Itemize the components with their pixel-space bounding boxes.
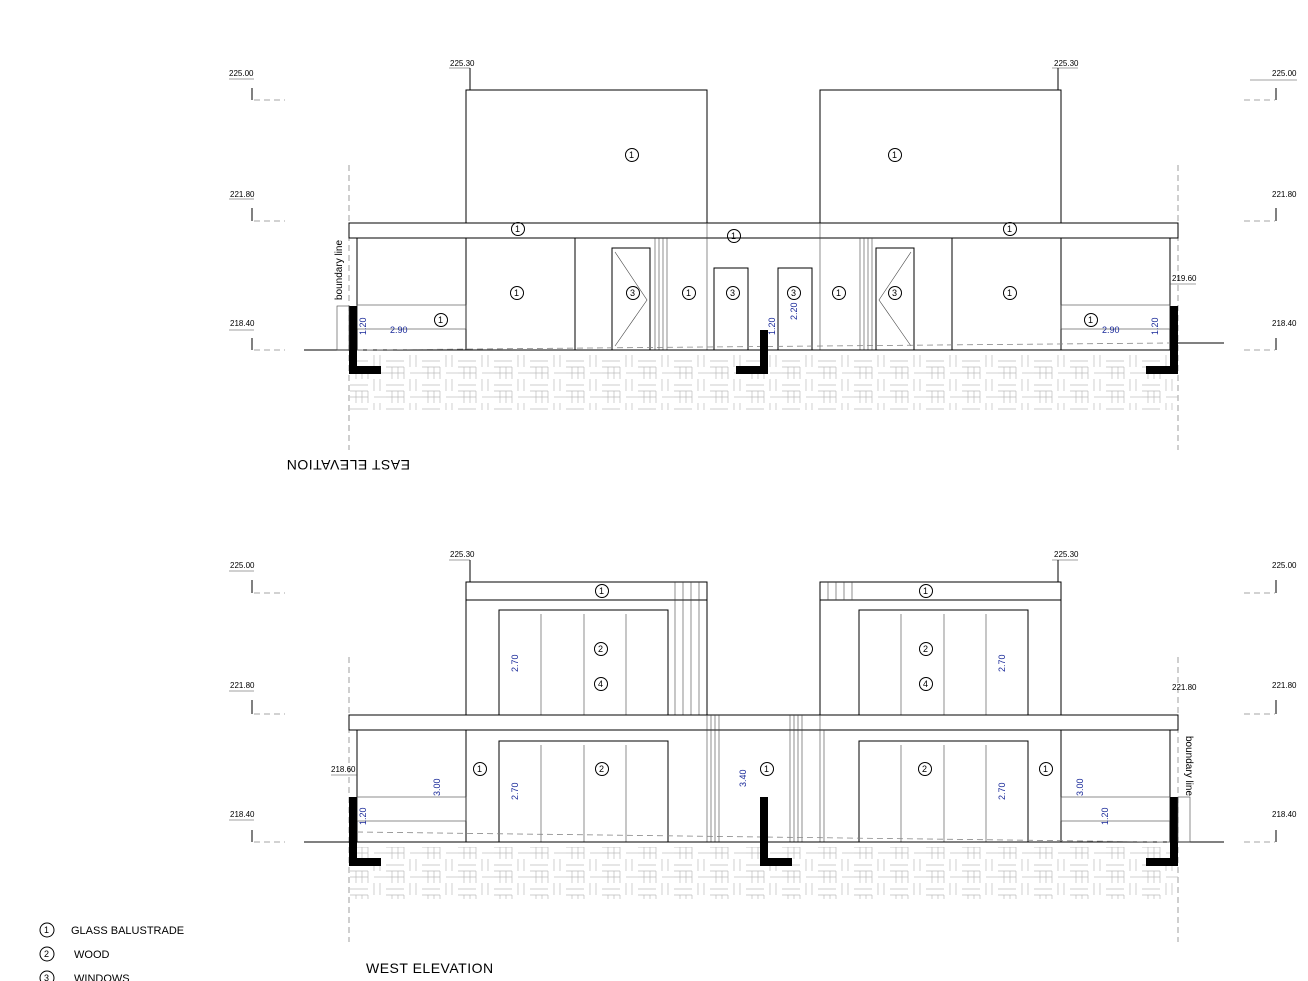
west-tag-11: 1: [1043, 764, 1048, 774]
east-tag-1: 1: [629, 150, 634, 160]
east-level-left-2: 221.80: [230, 190, 255, 199]
east-dim-5: 2.90: [1102, 325, 1120, 335]
west-side-level-right: 221.80: [1172, 683, 1197, 692]
east-boundary-note: boundary line: [334, 240, 345, 300]
west-dim-8: 3.00: [1075, 778, 1085, 796]
east-tag-4: 1: [731, 231, 736, 241]
east-roof-level-left: 225.30: [450, 59, 475, 68]
west-dim-5: 3.00: [432, 778, 442, 796]
legend-num-3: 3: [44, 973, 49, 981]
west-dim-3: 2.70: [510, 782, 520, 800]
east-level-markers-right: 225.00 221.80 218.40: [1244, 69, 1297, 351]
west-level-right-2: 221.80: [1272, 681, 1297, 690]
east-level-markers-left: 225.00 221.80 218.40: [229, 69, 285, 351]
west-level-left-2: 221.80: [230, 681, 255, 690]
west-roof-level-left: 225.30: [450, 550, 475, 559]
east-tag-14: 1: [438, 315, 443, 325]
west-level-left-3: 218.40: [230, 810, 255, 819]
legend-label-1: GLASS BALUSTRADE: [71, 925, 184, 937]
legend-label-2: WOOD: [74, 949, 109, 961]
east-tag-10: 3: [791, 288, 796, 298]
east-tag-9: 3: [730, 288, 735, 298]
west-tag-1: 1: [599, 586, 604, 596]
west-side-level-left: 218.60: [331, 765, 356, 774]
west-level-left-1: 225.00: [230, 561, 255, 570]
east-tag-15: 1: [1088, 315, 1093, 325]
west-dim-1: 2.70: [510, 654, 520, 672]
east-tag-11: 1: [836, 288, 841, 298]
east-dim-4: 2.20: [789, 302, 799, 320]
legend-num-2: 2: [44, 949, 49, 959]
east-level-right-3: 218.40: [1272, 319, 1297, 328]
west-elevation: 225.00 221.80 218.40 225.00 221.80 218.4…: [229, 550, 1297, 976]
west-tag-2: 2: [598, 644, 603, 654]
west-tag-8: 2: [599, 764, 604, 774]
west-boundary-note: boundary line: [1183, 736, 1194, 796]
west-tag-10: 2: [922, 764, 927, 774]
east-tag-2: 1: [892, 150, 897, 160]
east-material-tags: 1 1 1 1 1 1 3 1 3 3 1 3 1 1 1: [434, 148, 1098, 327]
west-dim-9: 1.20: [1100, 807, 1110, 825]
west-tag-9: 1: [764, 764, 769, 774]
west-roof-level-right: 225.30: [1054, 550, 1079, 559]
east-tag-6: 1: [514, 288, 519, 298]
east-dim-3: 1.20: [767, 317, 777, 335]
east-elevation-title: EAST ELEVATION: [286, 457, 410, 473]
west-tag-6: 4: [923, 679, 928, 689]
west-level-markers-right: 225.00 221.80 218.40: [1244, 561, 1297, 843]
east-tag-8: 1: [686, 288, 691, 298]
west-tag-4: 1: [923, 586, 928, 596]
legend-label-3: WINDOWS: [74, 973, 130, 981]
east-dim-1: 1.20: [358, 317, 368, 335]
west-level-markers-left: 225.00 221.80 218.40: [229, 561, 285, 843]
east-tag-7: 3: [630, 288, 635, 298]
east-roof-level-right: 225.30: [1054, 59, 1079, 68]
west-tag-5: 2: [923, 644, 928, 654]
east-tag-5: 1: [1007, 224, 1012, 234]
west-elevation-title: WEST ELEVATION: [366, 960, 494, 976]
east-tag-13: 1: [1007, 288, 1012, 298]
legend-num-1: 1: [44, 925, 49, 935]
west-dim-4: 2.70: [997, 782, 1007, 800]
east-tag-12: 3: [892, 288, 897, 298]
east-side-level: 219.60: [1172, 274, 1197, 283]
east-level-left-3: 218.40: [230, 319, 255, 328]
west-material-tags: 1 2 4 1 2 4 1 2 1 2 1: [473, 584, 1053, 776]
east-elevation: 225.00 221.80 218.40 225.00 221.80 218.4…: [229, 59, 1297, 473]
east-dim-2: 2.90: [390, 325, 408, 335]
west-level-right-3: 218.40: [1272, 810, 1297, 819]
west-dim-2: 2.70: [997, 654, 1007, 672]
west-level-right-1: 225.00: [1272, 561, 1297, 570]
west-dim-6: 1.20: [358, 807, 368, 825]
east-tag-3: 1: [515, 224, 520, 234]
east-dim-6: 1.20: [1150, 317, 1160, 335]
material-legend: 1 GLASS BALUSTRADE 2 WOOD 3 WINDOWS: [39, 922, 184, 981]
east-level-right-2: 221.80: [1272, 190, 1297, 199]
west-tag-7: 1: [477, 764, 482, 774]
east-level-right-1: 225.00: [1272, 69, 1297, 78]
west-tag-3: 4: [598, 679, 603, 689]
west-dim-7: 3.40: [738, 769, 748, 787]
east-level-left-1: 225.00: [229, 69, 254, 78]
